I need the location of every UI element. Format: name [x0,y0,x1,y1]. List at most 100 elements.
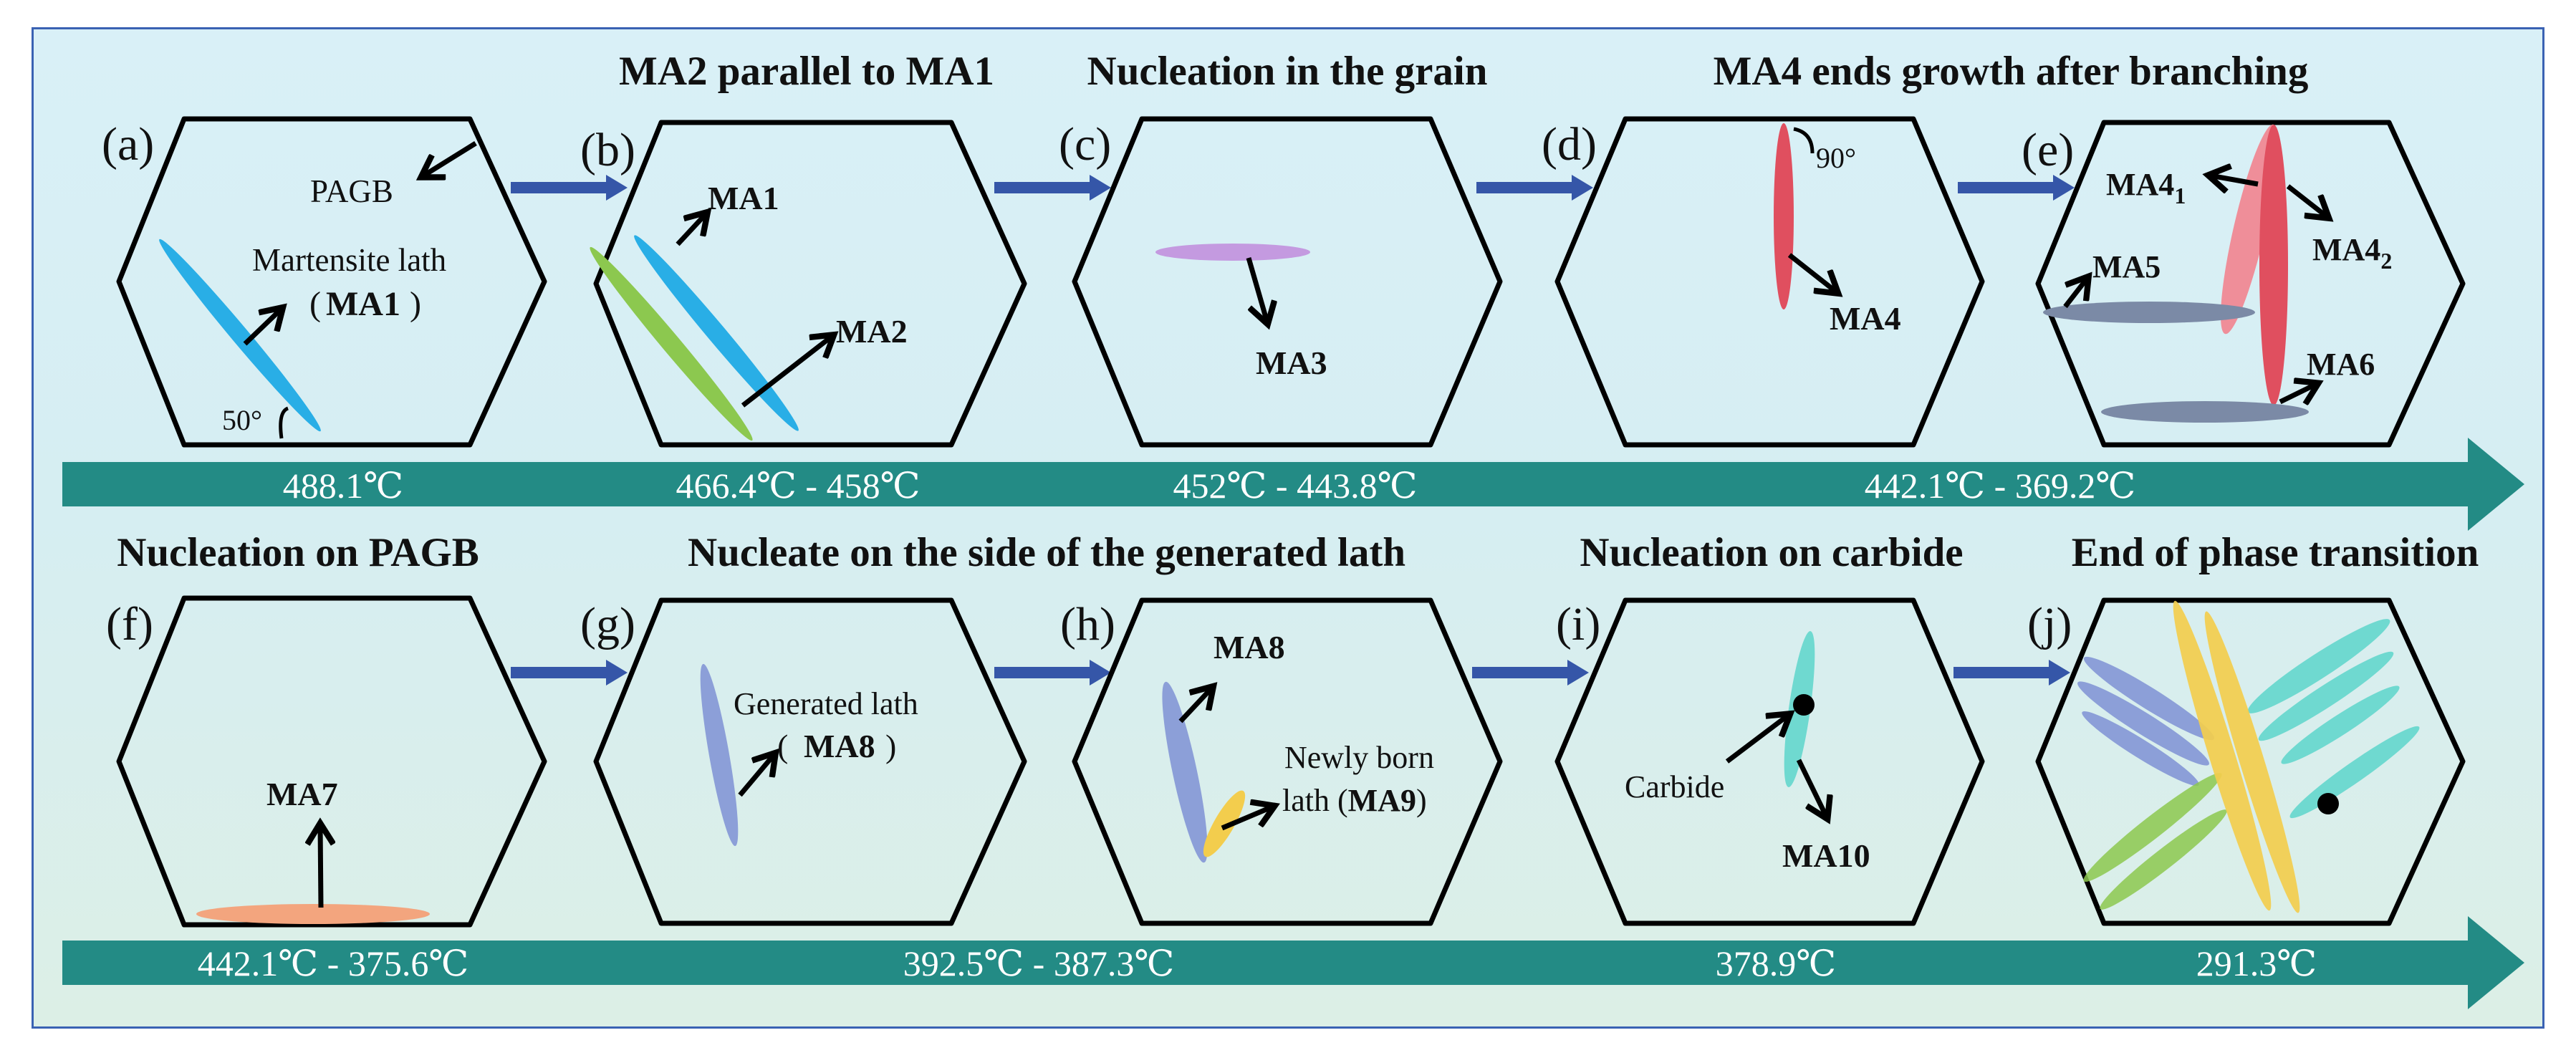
label-angle-90: 90° [1816,142,1856,174]
arrow-i-ma10 [1796,759,1827,817]
label-h-ma8: MA8 [1213,629,1285,665]
arrow-c-ma3 [1246,257,1267,322]
temp-b: 466.4℃ - 458℃ [676,466,920,506]
panel-tag-f: (f) [106,598,153,650]
temp-d-e: 442.1℃ - 369.2℃ [1865,466,2136,506]
carbide-particle-j [2317,793,2339,814]
arrow-ma1 [243,309,282,346]
label-ma4-2: MA42 [2312,232,2392,274]
lath-j-cyan-1 [2247,619,2390,713]
label-g-ma8: MA8 [804,728,875,764]
panel-tag-a: (a) [102,118,154,170]
temp-i: 378.9℃ [1716,943,1836,983]
temp-a: 488.1℃ [283,466,403,506]
hexagon-e [2035,120,2466,448]
label-ma4: MA4 [1830,300,1901,337]
step-arrows-row1 [511,175,2075,201]
lath-ma3 [1155,244,1310,261]
title-b: MA2 parallel to MA1 [619,49,994,94]
label-generated-lath: Generated lath [734,686,918,721]
arrow-b-ma1 [676,213,706,246]
label-ma9-line: lath (MA9) [1282,783,1427,818]
step-arrow-h-i [1472,660,1589,686]
temp-c: 452℃ - 443.8℃ [1173,466,1417,506]
step-arrow-g-h [994,660,1111,686]
grain-hexagons [116,116,2466,928]
lath-ma6 [2101,401,2309,423]
arrow-e-ma5 [2063,278,2087,309]
panel-tag-h: (h) [1060,598,1115,650]
panel-tag-i: (i) [1556,598,1600,650]
title-g-h: Nucleate on the side of the generated la… [688,530,1405,575]
label-b-ma2: MA2 [836,313,908,350]
lath-j-blue-1 [2083,656,2215,741]
final-microstructure-j [2077,600,2420,913]
label-ma6: MA6 [2307,347,2375,382]
hexagon-g [593,597,1027,926]
hexagon-j [2035,597,2466,926]
panel-tag-b: (b) [580,124,635,176]
label-a-ma1: MA1 [326,285,400,323]
hexagon-b [593,120,1027,448]
angle-arc-a [279,406,289,439]
label-carbide: Carbide [1625,769,1724,804]
hexagon-f [116,595,547,928]
label-ma7: MA7 [266,776,338,812]
arrow-b-ma2 [741,336,832,408]
title-f: Nucleation on PAGB [117,530,479,575]
arrow-e-ma4-2 [2286,184,2327,217]
lath-h-ma8 [1162,681,1208,863]
step-arrow-f-g [511,660,628,686]
title-j: End of phase transition [2072,530,2479,575]
label-g-open: ( [777,728,788,764]
step-arrow-a-b [511,175,628,201]
figure-frame [32,27,2544,1029]
arrow-e-ma4-1 [2210,175,2259,184]
label-newly-born: Newly born [1284,740,1434,775]
lath-j-blue-3 [2082,711,2199,787]
arrow-g-ma8 [738,754,774,797]
lath-j-cyan-4 [2289,726,2420,819]
label-ma4-1: MA41 [2106,167,2186,208]
lath-j-green-1 [2083,772,2222,882]
label-b-ma1: MA1 [708,180,779,216]
step-arrow-i-j [1953,660,2070,686]
lath-g-ma8 [700,663,739,847]
arrow-h-ma8 [1178,688,1212,723]
lath-j-cyan-3 [2281,686,2400,764]
lath-b-ma1 [634,235,799,431]
hexagon-i [1554,597,1985,926]
hexagon-h [1072,597,1503,926]
label-pagb: PAGB [310,173,393,209]
arrow-i-carbide [1725,715,1789,764]
lath-ma4 [1774,123,1794,309]
step-arrows-row2 [511,660,2070,686]
lath-ma4-2 [2259,125,2288,405]
label-a-open: ( [309,285,321,323]
lath-j-blue-2 [2077,681,2209,766]
panel-tag-d: (d) [1542,118,1597,170]
label-angle-50: 50° [222,404,262,436]
step-arrow-b-c [994,175,1111,201]
lath-ma5 [2043,302,2255,323]
angle-arc-d [1793,127,1815,154]
lath-b-ma2 [590,246,753,441]
panel-tag-j: (j) [2027,598,2072,650]
panel-tag-c: (c) [1059,118,1111,170]
arrow-h-ma9 [1221,807,1273,831]
label-martensite-lath: Martensite lath [252,242,446,278]
hexagon-c [1072,116,1503,448]
temp-j: 291.3℃ [2196,943,2317,983]
timeline-band-bottom [62,916,2524,1009]
lath-ma1 [159,239,321,432]
label-ma10: MA10 [1782,837,1870,874]
hexagon-a [116,116,547,448]
timeline-band-top [62,438,2524,531]
lath-j-yellow-2 [2204,611,2300,913]
hexagon-d [1554,116,1985,448]
lath-j-yellow-1 [2173,600,2272,911]
temp-g-h: 392.5℃ - 387.3℃ [903,943,1175,983]
lath-ma9 [1203,790,1246,857]
arrow-e-ma6 [2279,384,2317,402]
